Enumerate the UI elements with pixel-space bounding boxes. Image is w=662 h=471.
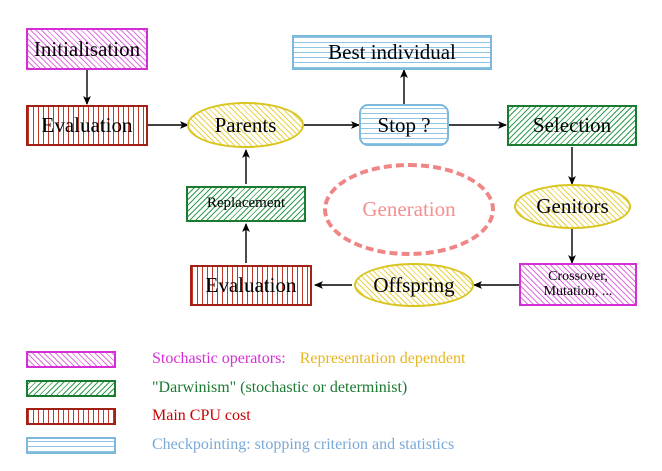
node-selection-label: Selection: [532, 113, 612, 138]
legend-label-representation-dependent: Representation dependent: [299, 350, 466, 367]
node-offspring-label: Offspring: [373, 272, 455, 297]
node-evaluation-bottom[interactable]: Evaluation: [190, 265, 312, 306]
node-generation-loop-label: Generation: [362, 197, 456, 221]
node-evaluation-top-label: Evaluation: [41, 113, 133, 138]
legend-label-stochastic-text: Stochastic operators:: [152, 350, 286, 367]
node-evaluation-top[interactable]: Evaluation: [26, 105, 148, 146]
legend-row-cpu-cost: Main CPU cost: [26, 406, 251, 426]
legend-row-darwinism: "Darwinism" (stochastic or determinist): [26, 378, 407, 398]
legend-swatch-green-diagonal-hatch: [26, 379, 116, 397]
node-genitors-label: Genitors: [536, 194, 609, 219]
node-parents-label: Parents: [214, 112, 277, 137]
node-parents[interactable]: Parents: [187, 102, 304, 148]
node-replacement-label: Replacement: [206, 195, 286, 212]
legend-row-stochastic: Stochastic operators: Representation depe…: [26, 349, 465, 369]
legend-row-checkpointing: Checkpointing: stopping criterion and st…: [26, 435, 454, 455]
node-best-individual-label: Best individual: [328, 40, 456, 65]
node-genitors[interactable]: Genitors: [514, 184, 631, 229]
node-initialisation-label: Initialisation: [33, 36, 141, 61]
node-best-individual[interactable]: Best individual: [292, 35, 492, 70]
node-stop[interactable]: Stop ?: [359, 104, 449, 146]
legend-label-checkpointing: Checkpointing: stopping criterion and st…: [152, 436, 455, 453]
legend-label-darwinism: "Darwinism" (stochastic or determinist): [152, 379, 408, 396]
node-offspring[interactable]: Offspring: [354, 263, 474, 307]
node-generation-loop: Generation: [323, 163, 495, 256]
legend-swatch-blue-horizontal-hatch: [26, 436, 116, 454]
node-evaluation-bottom-label: Evaluation: [205, 273, 297, 298]
node-selection[interactable]: Selection: [507, 105, 637, 146]
legend-label-stochastic: Stochastic operators: Representation depe…: [152, 350, 465, 368]
node-initialisation[interactable]: Initialisation: [26, 28, 148, 70]
legend-swatch-magenta-diagonal-hatch: [26, 350, 116, 368]
node-stop-label: Stop ?: [377, 112, 431, 137]
node-crossover-mutation-label-line1: Crossover,: [548, 268, 608, 284]
node-crossover-mutation[interactable]: Crossover, Mutation, ...: [519, 263, 637, 306]
legend-swatch-red-vertical-hatch: [26, 407, 116, 425]
node-replacement[interactable]: Replacement: [186, 186, 306, 222]
legend-label-cpu-cost: Main CPU cost: [152, 407, 251, 424]
node-crossover-mutation-label-line2: Mutation, ...: [543, 283, 613, 299]
